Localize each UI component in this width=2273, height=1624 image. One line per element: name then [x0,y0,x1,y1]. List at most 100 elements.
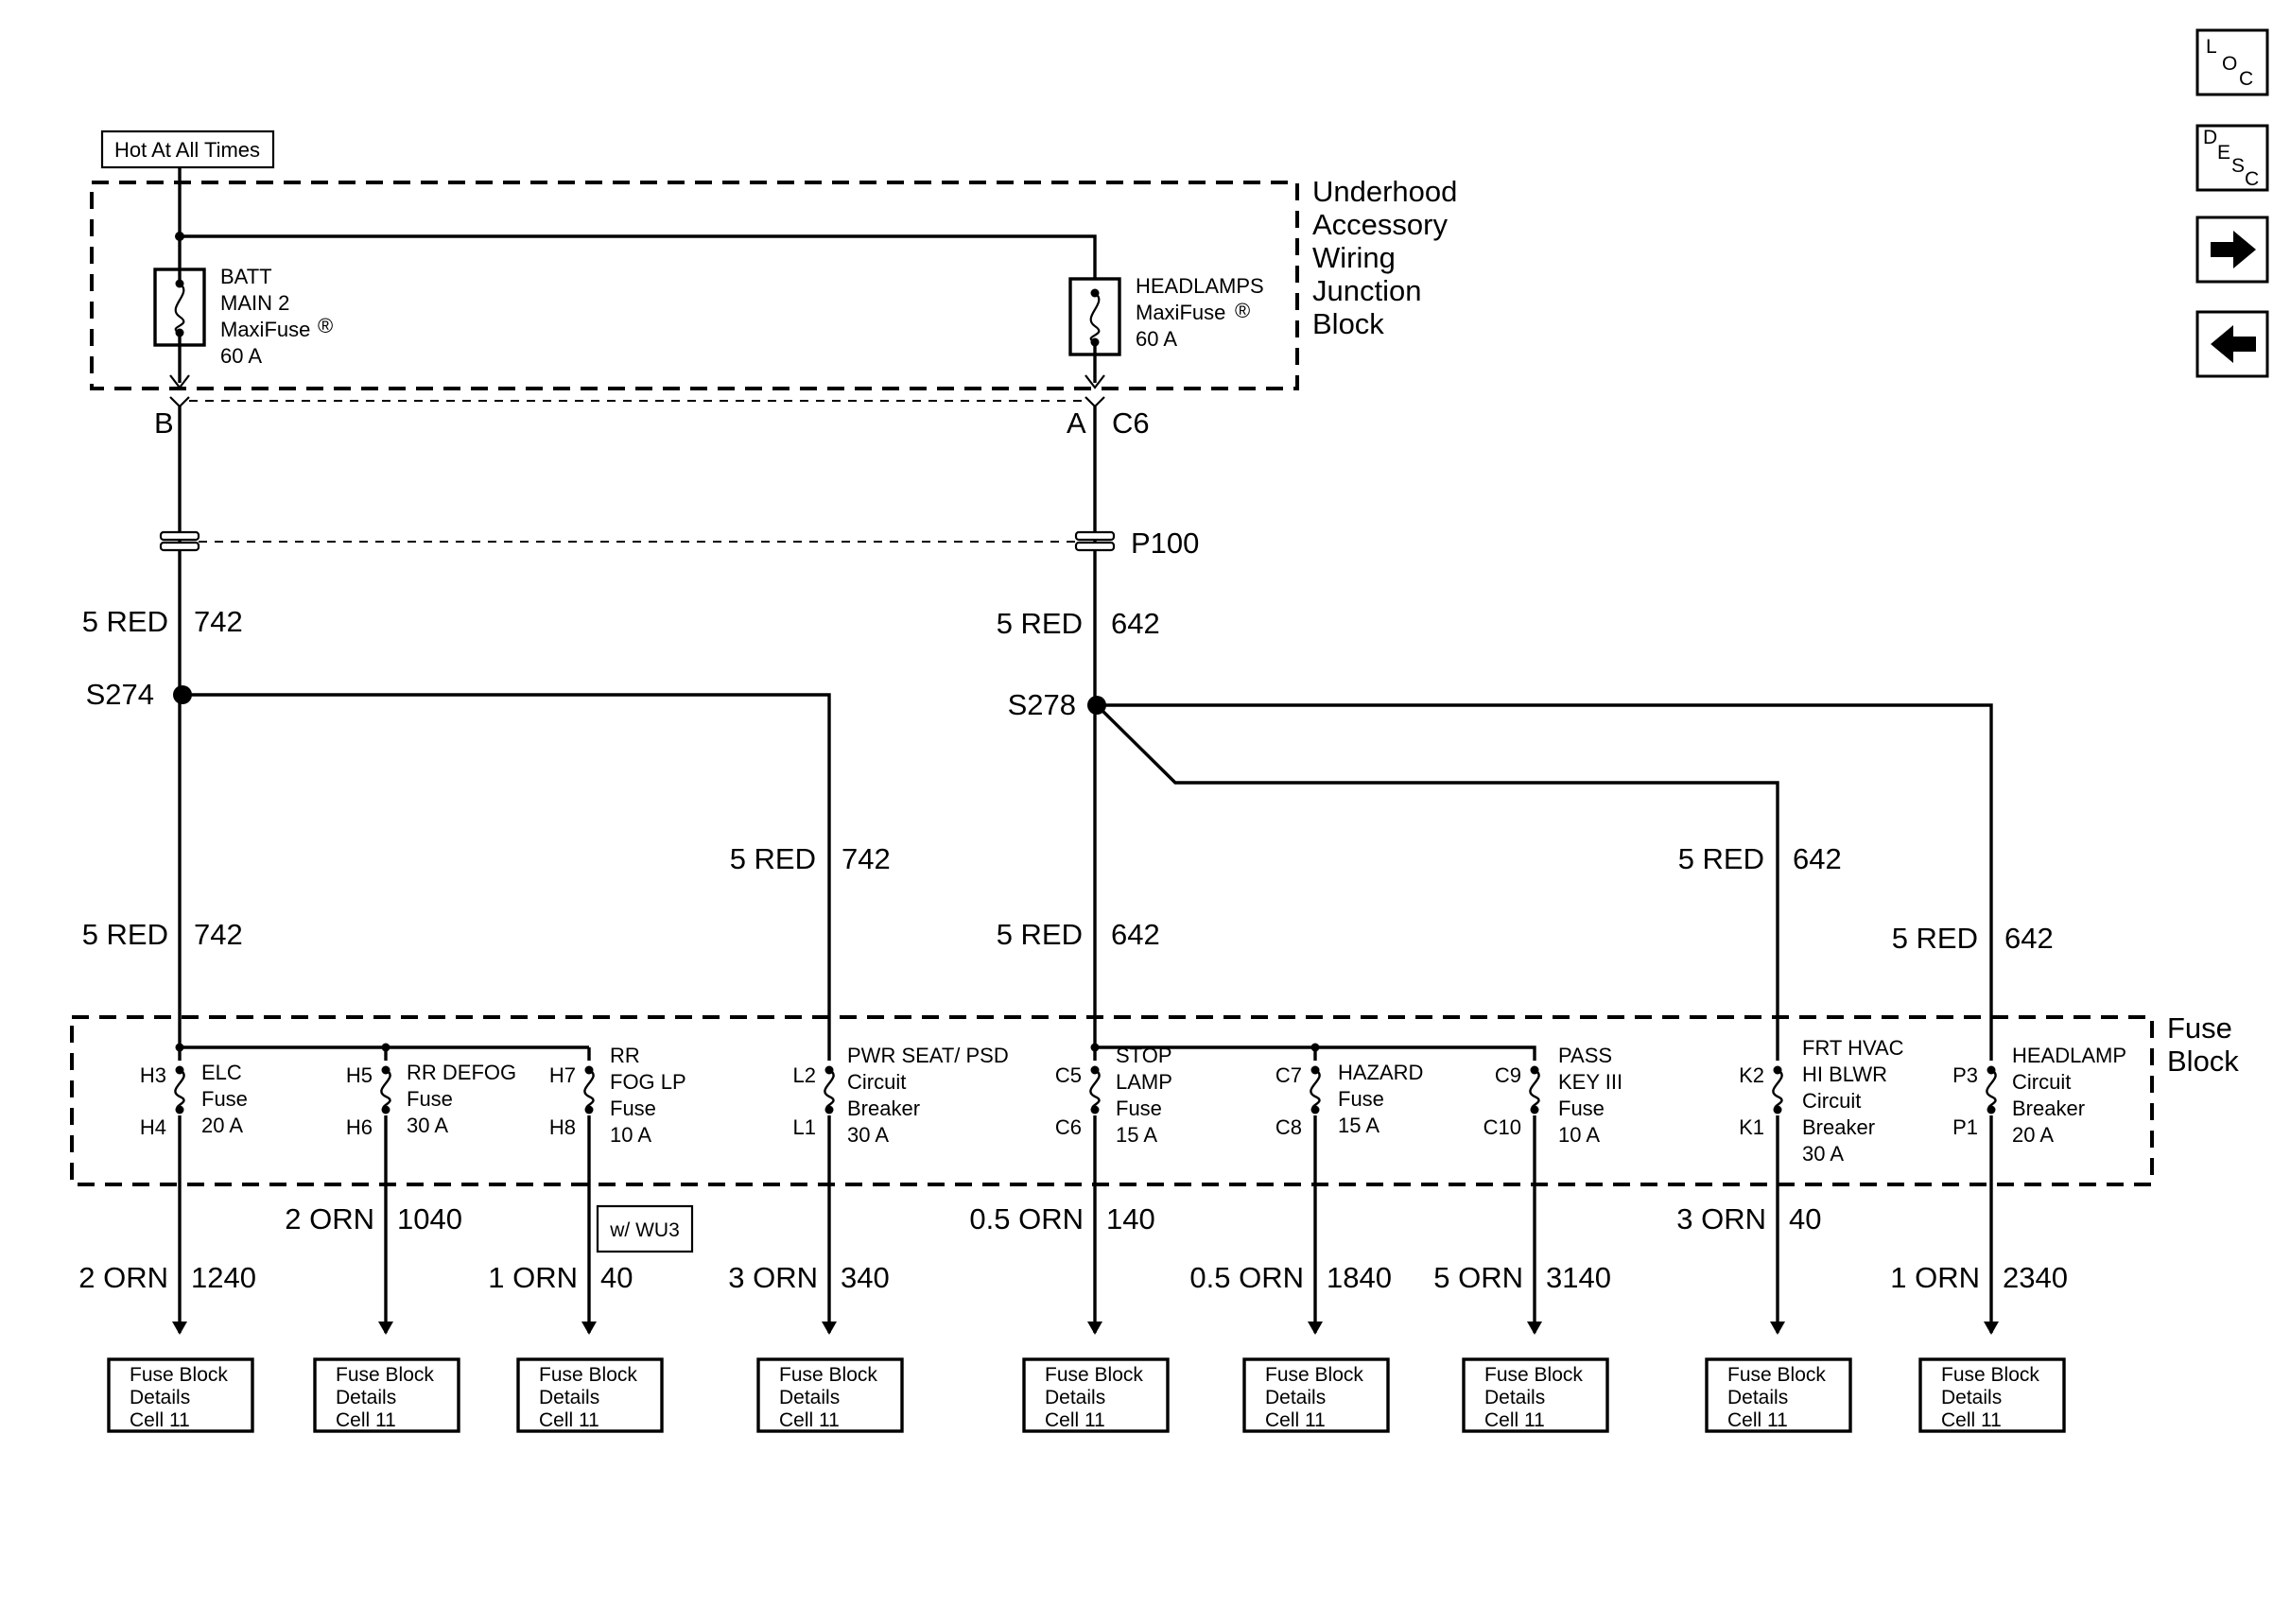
desc-button[interactable]: D E S C [2195,124,2269,192]
connector-pin-b: B [154,406,174,440]
out-circuit-h4: 1240 [191,1261,256,1294]
out-circuit-k1: 40 [1789,1202,1821,1235]
svg-text:E: E [2217,142,2230,164]
p100-label: P100 [1131,527,1199,560]
headlamps-maxifuse-label: HEADLAMPS MaxiFuse 60 A [1136,274,1270,351]
svg-text:O: O [2222,53,2237,75]
out-circuit-c6: 140 [1106,1202,1155,1235]
out-circuit-c10: 3140 [1546,1261,1611,1294]
pin-k2: K2 [1739,1063,1764,1087]
pin-h6: H6 [346,1115,373,1139]
svg-text:D: D [2203,127,2217,148]
left-branch-circuit: 742 [842,842,891,875]
next-button[interactable] [2195,216,2269,284]
headlamps-maxifuse-reg: ® [1235,299,1250,322]
out-gauge-l1: 3 ORN [728,1261,818,1294]
k-branch-circuit: 642 [1793,842,1842,875]
batt-maxifuse-label: BATT MAIN 2 MaxiFuse 60 A [220,265,316,368]
right-trunk-circuit: 642 [1111,607,1160,640]
left-trunk-gauge: 5 RED [82,605,168,638]
prev-button[interactable] [2195,310,2269,378]
out-gauge-c6: 0.5 ORN [969,1202,1084,1235]
out-gauge-h6: 2 ORN [285,1202,374,1235]
pin-c5: C5 [1055,1063,1082,1087]
batt-main2-maxifuse [153,268,206,383]
pin-c9: C9 [1495,1063,1521,1087]
svg-text:L: L [2206,36,2217,58]
k-branch-gauge: 5 RED [1678,842,1764,875]
left-branch-gauge: 5 RED [730,842,816,875]
left-lower-circuit: 742 [194,918,243,951]
out-gauge-c8: 0.5 ORN [1189,1261,1304,1294]
p100-grommet-left [159,530,200,552]
hot-at-all-times-label: Hot At All Times [114,138,260,162]
pin-h7: H7 [549,1063,576,1087]
svg-text:C: C [2245,168,2259,190]
headlamps-maxifuse [1068,277,1121,383]
splice-s274-label: S274 [86,678,154,711]
pin-l2: L2 [793,1063,816,1087]
right-lower-circuit: 642 [1111,918,1160,951]
p100-grommet-right [1074,530,1116,552]
pin-c7: C7 [1275,1063,1302,1087]
out-circuit-h8: 40 [600,1261,633,1294]
left-trunk-circuit: 742 [194,605,243,638]
out-gauge-h8: 1 ORN [488,1261,578,1294]
pin-c10: C10 [1484,1115,1521,1139]
pin-p3: P3 [1952,1063,1978,1087]
pin-h3: H3 [140,1063,166,1087]
pin-h5: H5 [346,1063,373,1087]
out-circuit-p1: 2340 [2003,1261,2068,1294]
out-circuit-c8: 1840 [1327,1261,1392,1294]
right-trunk-gauge: 5 RED [997,607,1083,640]
batt-maxifuse-reg: ® [318,314,333,337]
option-wu3-box [596,1204,694,1253]
out-gauge-k1: 3 ORN [1676,1202,1766,1235]
out-circuit-h6: 1040 [397,1202,462,1235]
arrow-left-icon [2211,325,2256,363]
out-gauge-h4: 2 ORN [78,1261,168,1294]
hot-at-all-times-box [100,130,275,169]
pin-p1: P1 [1952,1115,1978,1139]
out-gauge-c10: 5 ORN [1433,1261,1523,1294]
out-circuit-l1: 340 [841,1261,890,1294]
pin-c6: C6 [1055,1115,1082,1139]
pin-c8: C8 [1275,1115,1302,1139]
left-lower-gauge: 5 RED [82,918,168,951]
underhood-junction-block-outline [90,181,1299,390]
right-lower-gauge: 5 RED [997,918,1083,951]
loc-button[interactable]: L O C [2195,28,2269,96]
fuse-block-label: Fuse Block [2167,1011,2241,1078]
out-gauge-p1: 1 ORN [1890,1261,1980,1294]
splice-s278-label: S278 [1008,688,1076,721]
pin-l1: L1 [793,1115,816,1139]
arrow-right-icon [2211,231,2256,268]
